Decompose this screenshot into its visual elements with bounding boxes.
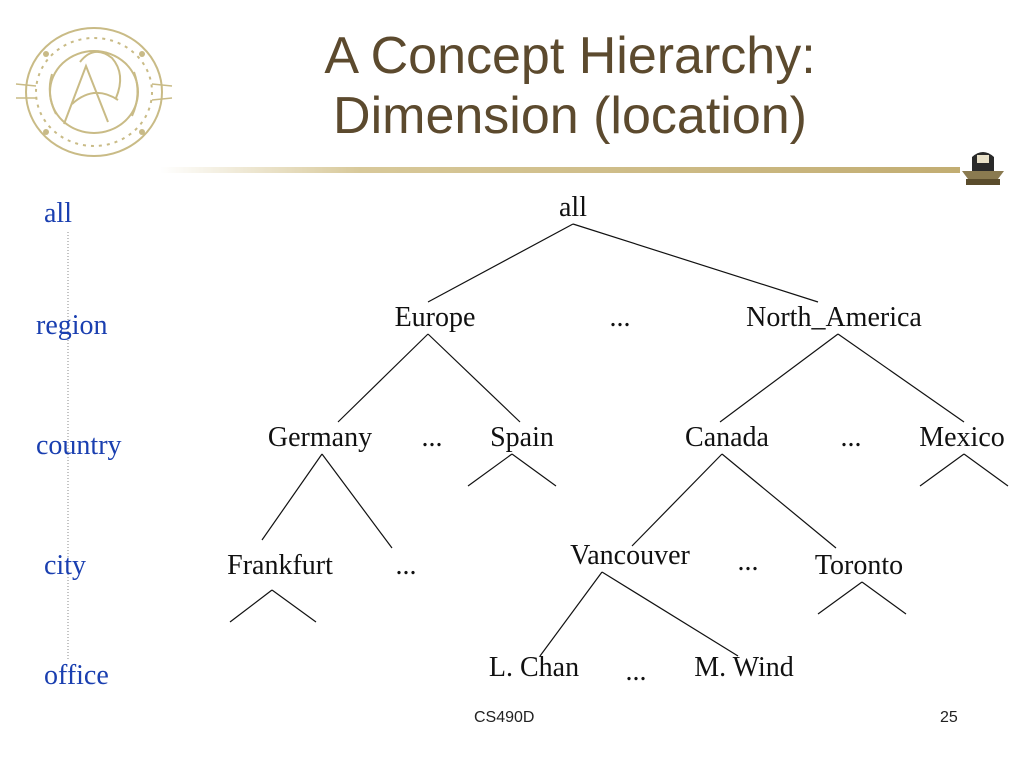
- purdue-logo-icon: [962, 152, 1004, 185]
- node-all: all: [559, 192, 587, 223]
- title-divider: [160, 167, 960, 173]
- node-city-ellipsis-canada: ...: [737, 546, 759, 577]
- level-label-office: office: [44, 660, 109, 691]
- slide-title-line-1: A Concept Hierarchy:: [324, 27, 816, 85]
- slide-title-line-2: Dimension (location): [333, 87, 807, 145]
- level-label-region: region: [36, 310, 108, 341]
- node-mexico: Mexico: [919, 422, 1005, 453]
- footer-course: CS490D: [474, 709, 535, 726]
- level-rail: [67, 232, 69, 660]
- level-label-city: city: [44, 550, 86, 581]
- node-north-america: North_America: [746, 302, 922, 333]
- node-country-ellipsis-europe: ...: [421, 422, 443, 453]
- node-europe: Europe: [394, 302, 476, 333]
- node-germany: Germany: [267, 422, 373, 453]
- node-toronto: Toronto: [814, 550, 904, 581]
- node-city-ellipsis-germany: ...: [395, 550, 417, 581]
- node-l-chan: L. Chan: [488, 652, 580, 683]
- university-seal-icon: [15, 27, 173, 157]
- node-office-ellipsis: ...: [625, 656, 647, 687]
- node-region-ellipsis: ...: [609, 302, 631, 333]
- node-m-wind: M. Wind: [694, 652, 794, 683]
- node-canada: Canada: [685, 422, 769, 453]
- node-frankfurt: Frankfurt: [227, 550, 333, 581]
- node-spain: Spain: [490, 422, 554, 453]
- node-vancouver: Vancouver: [570, 540, 690, 571]
- node-country-ellipsis-north-america: ...: [840, 422, 862, 453]
- level-label-country: country: [36, 430, 122, 461]
- footer-page-number: 25: [940, 709, 958, 726]
- slide-title: A Concept Hierarchy: Dimension (location…: [190, 26, 950, 146]
- level-label-all: all: [44, 198, 72, 229]
